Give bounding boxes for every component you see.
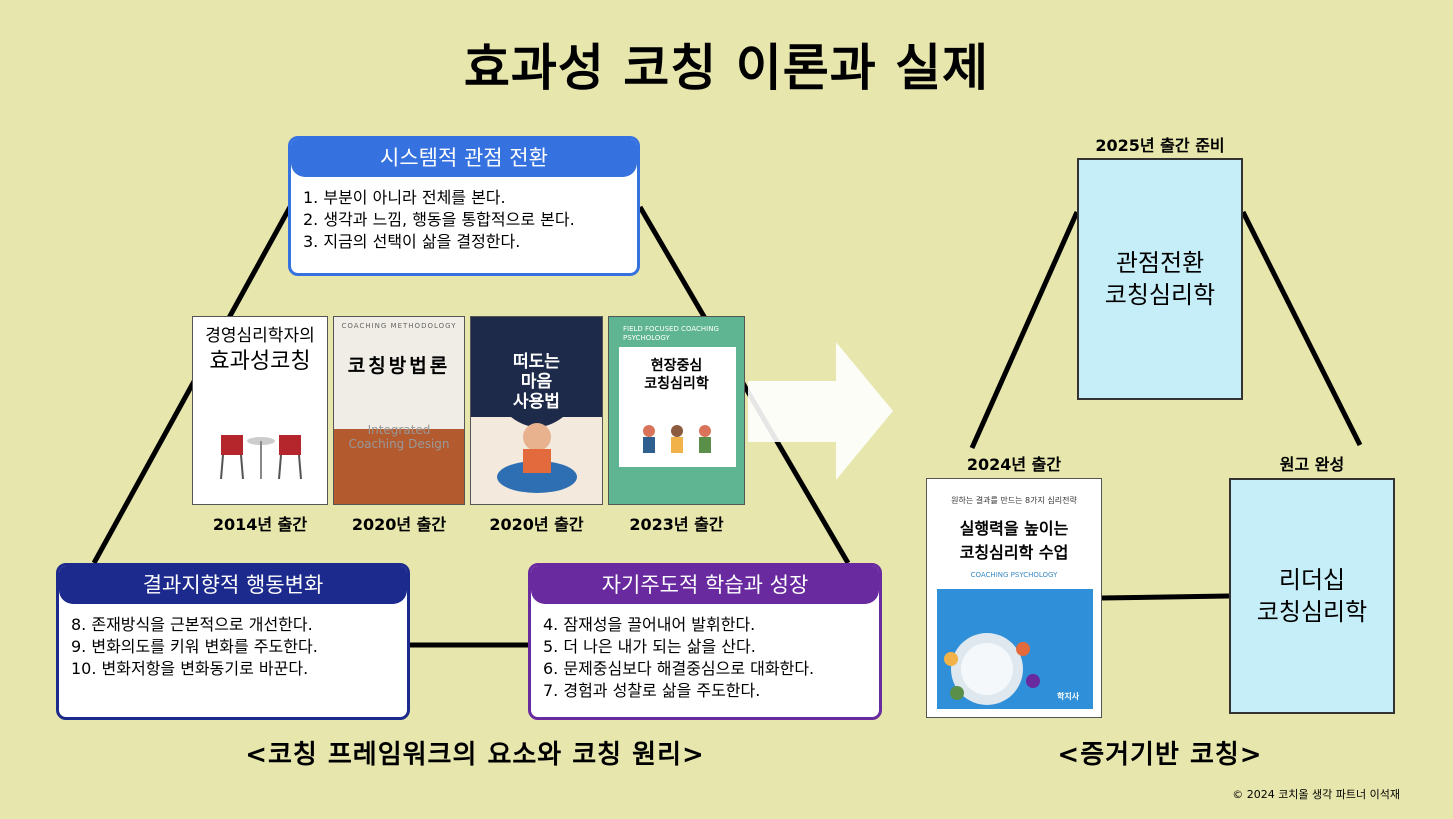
principle-item: 5. 더 나은 내가 되는 삶을 산다. — [543, 637, 756, 656]
book-cover-2024: 원하는 결과를 만드는 8가지 심리전략 실행력을 높이는 코칭심리학 수업 C… — [926, 478, 1102, 718]
draft-line2: 코칭심리학 — [1256, 598, 1368, 626]
principle-item: 2. 생각과 느낌, 행동을 통합적으로 본다. — [303, 210, 575, 229]
cover-image-area — [937, 589, 1093, 709]
book-caption: 2020년 출간 — [489, 515, 584, 534]
self-directed-box: 자기주도적 학습과 성장 4. 잠재성을 끌어내어 발휘한다. 5. 더 나은 … — [528, 563, 882, 720]
book-2024-label: 2024년 출간 — [966, 455, 1062, 474]
principle-item: 7. 경험과 성찰로 삶을 주도한다. — [543, 681, 761, 700]
copyright: © 2024 코치올 생각 파트너 이석재 — [1232, 788, 1400, 801]
systemic-header: 시스템적 관점 전환 — [291, 139, 637, 177]
mind-illustration — [471, 317, 602, 504]
draft-box: 리더십 코칭심리학 — [1229, 478, 1395, 714]
framework-caption: <코칭 프레임워크의 요소와 코칭 원리> — [245, 740, 705, 770]
evidence-right-edge — [1240, 210, 1363, 447]
draft-label: 원고 완성 — [1279, 455, 1345, 474]
principle-item: 1. 부분이 아니라 전체를 본다. — [303, 188, 506, 207]
book-caption: 2023년 출간 — [629, 515, 724, 534]
principle-item: 6. 문제중심보다 해결중심으로 대화한다. — [543, 659, 815, 678]
chairs-illustration — [220, 435, 302, 480]
self-directed-header: 자기주도적 학습과 성장 — [531, 566, 879, 604]
book-cover-2014: 경영심리학자의 효과성코칭 — [192, 316, 328, 505]
plan-2025-line1: 관점전환 — [1115, 249, 1205, 277]
people-illustration — [643, 425, 711, 453]
page-title: 효과성 코칭 이론과 실제 — [463, 39, 990, 97]
table-illustration — [944, 633, 1040, 705]
book-caption: 2020년 출간 — [351, 515, 447, 534]
result-header: 결과지향적 행동변화 — [59, 566, 407, 604]
result-oriented-box: 결과지향적 행동변화 8. 존재방식을 근본적으로 개선한다. 9. 변화의도를… — [56, 563, 410, 720]
book-cover-2023: FIELD FOCUSED COACHING PSYCHOLOGY 현장중심 코… — [608, 316, 745, 505]
plan-2025-line2: 코칭심리학 — [1104, 281, 1216, 309]
book-cover-2020-mind: 떠도는 마음 사용법 — [470, 316, 603, 505]
systemic-perspective-box: 시스템적 관점 전환 1. 부분이 아니라 전체를 본다. 2. 생각과 느낌,… — [288, 136, 640, 276]
principle-item: 4. 잠재성을 끌어내어 발휘한다. — [543, 615, 756, 634]
evidence-caption: <증거기반 코칭> — [1057, 740, 1263, 770]
arrow-right — [748, 342, 893, 480]
plan-2025-label: 2025년 출간 준비 — [1095, 136, 1225, 155]
principle-item: 3. 지금의 선택이 삶을 결정한다. — [303, 232, 521, 251]
plan-2025-box: 관점전환 코칭심리학 — [1077, 158, 1243, 400]
principle-item: 10. 변화저항을 변화동기로 바꾼다. — [71, 659, 309, 678]
book-caption: 2014년 출간 — [212, 515, 308, 534]
principle-item: 8. 존재방식을 근본적으로 개선한다. — [71, 615, 313, 634]
book-cover-2020-method: COACHING METHODOLOGY 코칭방법론 Integrated Co… — [333, 316, 465, 505]
evidence-bottom-edge — [1101, 593, 1230, 601]
principle-item: 9. 변화의도를 키워 변화를 주도한다. — [71, 637, 318, 656]
evidence-left-edge — [969, 210, 1080, 450]
draft-line1: 리더십 — [1278, 566, 1346, 594]
